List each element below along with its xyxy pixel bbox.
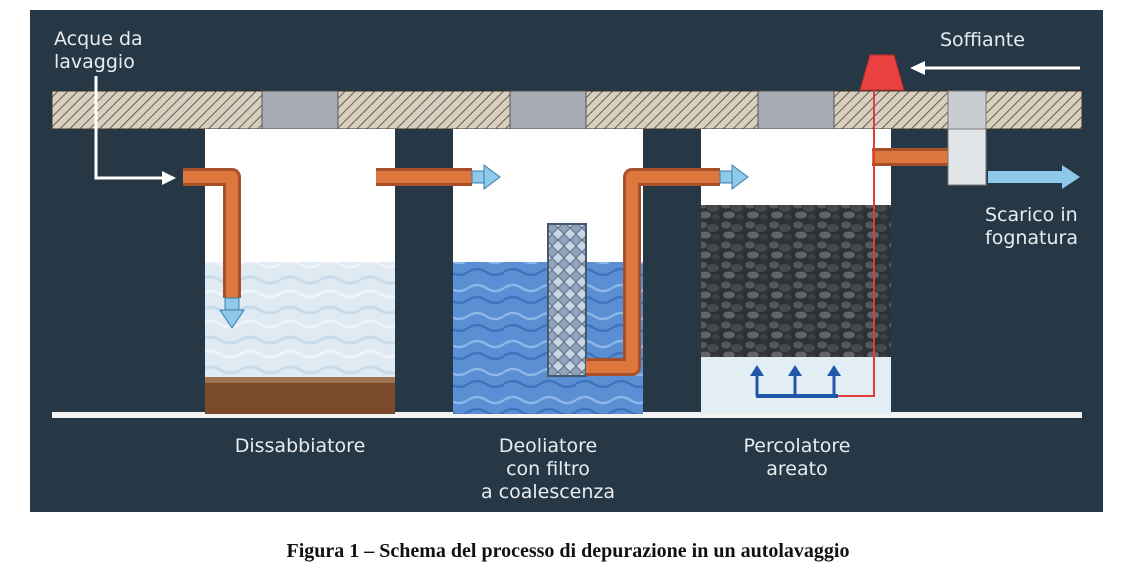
manhole-cover-3: [757, 90, 835, 130]
blower-arrow: [910, 61, 1080, 75]
label-tank3-line1: Percolatore: [743, 435, 850, 457]
figure-caption: Figura 1 – Schema del processo di depura…: [286, 540, 849, 562]
manhole-cover-1: [261, 90, 339, 130]
label-inlet-line1: Acque da: [54, 28, 143, 50]
sediment-layer: [205, 377, 395, 414]
outlet-pipe: [872, 90, 987, 186]
label-tank1: Dissabbiatore: [235, 435, 366, 457]
gravel-bed: [701, 205, 891, 357]
label-tank2-line3: a coalescenza: [481, 481, 615, 503]
transfer-pipe-1: [376, 164, 501, 190]
inlet-arrow: [94, 76, 176, 185]
transfer-pipe-2: [586, 164, 749, 376]
tank-deoliatore: [453, 129, 643, 414]
inlet-pipe: [183, 168, 241, 298]
label-blower: Soffiante: [940, 29, 1025, 51]
coalescence-filter: [547, 223, 587, 377]
label-inlet-line2: lavaggio: [54, 51, 135, 73]
label-tank2-line2: con filtro: [506, 458, 590, 480]
label-outlet-line1: Scarico in: [985, 204, 1078, 226]
blower-icon: [859, 54, 905, 91]
manhole-cover-2: [509, 90, 587, 130]
air-line: [838, 90, 875, 397]
outlet-flow-arrow: [988, 165, 1080, 189]
label-tank3-line2: areato: [766, 458, 827, 480]
down-flow-arrow: [219, 297, 245, 329]
ground-line: [52, 412, 1082, 418]
label-tank2-line1: Deoliatore: [499, 435, 597, 457]
label-outlet-line2: fognatura: [985, 227, 1078, 249]
air-diffuser: [750, 365, 841, 398]
